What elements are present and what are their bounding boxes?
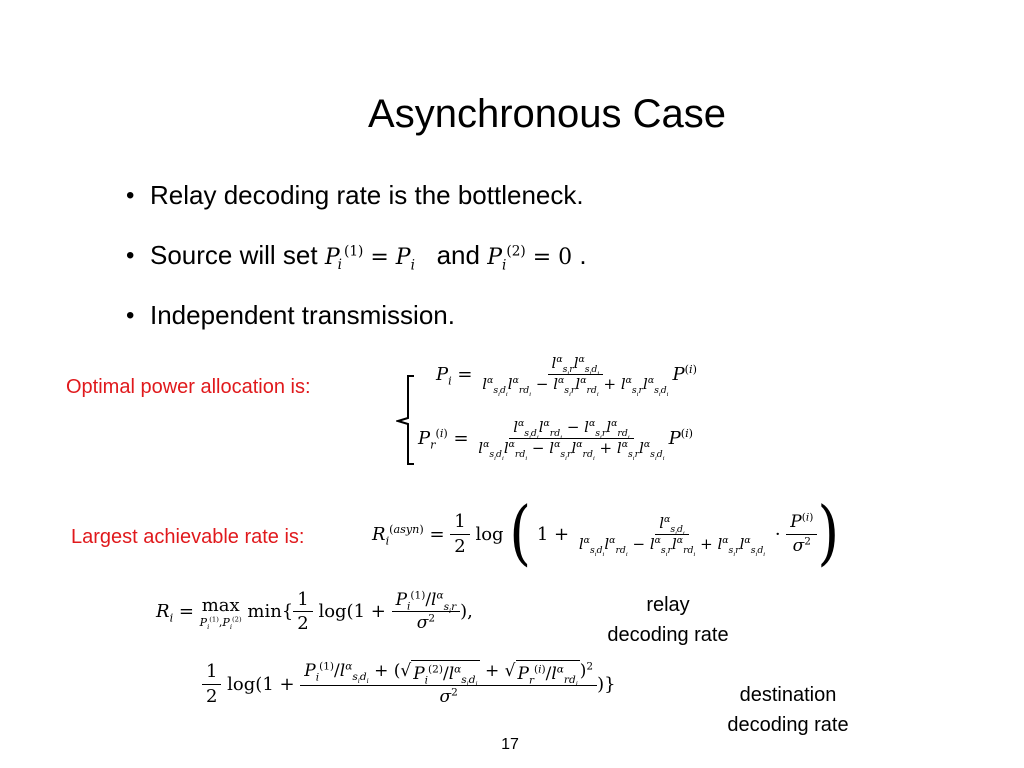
destination-label-line2: decoding rate [727, 714, 849, 736]
bullet-prefix: Source will set [150, 240, 325, 270]
bullet-dot-icon: • [126, 182, 135, 209]
left-brace-icon [396, 375, 414, 465]
bullet-text: Independent transmission. [150, 300, 455, 330]
bullet-text-with-math: Source will set Pi(1) = Pi and Pi(2) = 0… [150, 240, 587, 274]
bullet-dot-icon: • [126, 242, 135, 269]
largest-rate-label: Largest achievable rate is: [71, 526, 305, 548]
relay-label-line1: relay [646, 594, 690, 616]
destination-rate-label: destination decoding rate [708, 680, 868, 740]
formula-pi2-equals-zero: Pi(2) = 0 [487, 243, 573, 274]
destination-label-line1: destination [739, 684, 837, 706]
relay-rate-label: relay decoding rate [588, 590, 748, 650]
page-number: 17 [501, 736, 519, 753]
relay-label-line2: decoding rate [607, 624, 729, 646]
bullet-middle: and [436, 240, 480, 270]
bullet-suffix: . [579, 240, 587, 270]
equation-pr: Pr(i) = lαsidilαrdi − lαsirlαrdi lαsidil… [418, 418, 693, 462]
slide-title: Asynchronous Case [368, 92, 726, 136]
formula-pi1-equals-pi: Pi(1) = Pi [324, 243, 415, 274]
optimal-power-label: Optimal power allocation is: [66, 376, 311, 398]
bullet-dot-icon: • [126, 302, 135, 329]
bullet-text: Relay decoding rate is the bottleneck. [150, 180, 584, 210]
equation-pi: Pi = lαsirlαsidi lαsidilαrdi − lαsirlαrd… [436, 354, 697, 398]
